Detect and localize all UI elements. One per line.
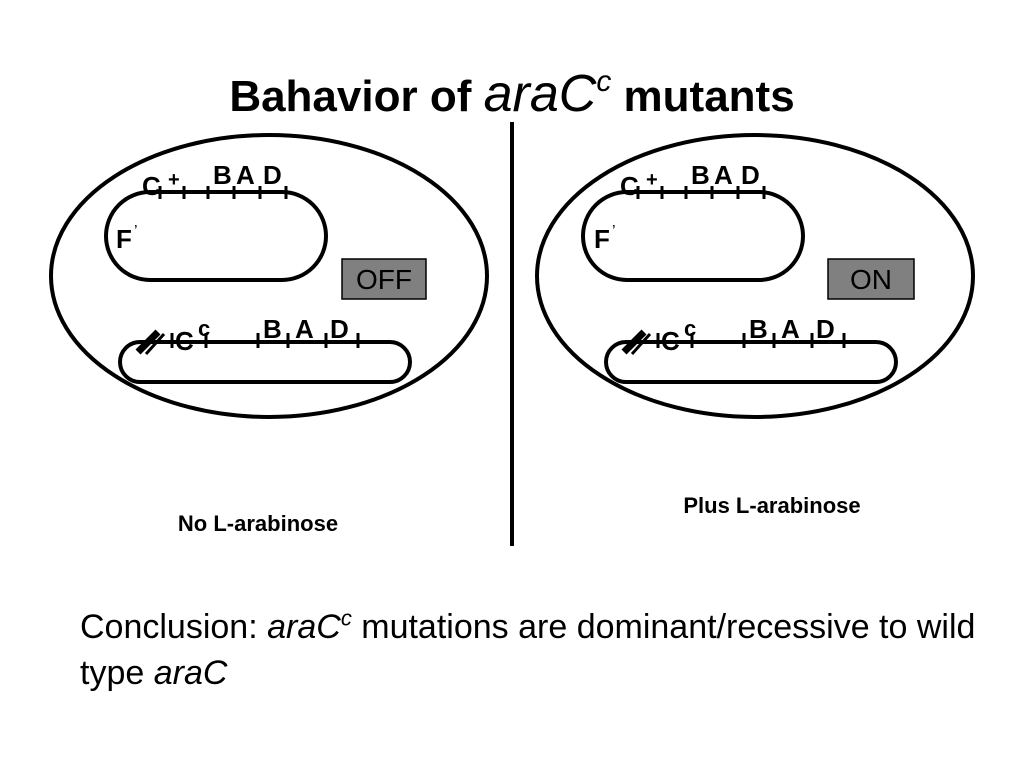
chromosome-gene-c-superscript: c	[684, 316, 696, 341]
condition-label-right: Plus L-arabinose	[683, 493, 861, 518]
episome-gene-ticks	[158, 186, 288, 199]
title-gene-superscript: c	[596, 65, 612, 98]
condition-label-left: No L-arabinose	[177, 511, 339, 536]
title-suffix: mutants	[611, 72, 795, 121]
status-box	[341, 258, 427, 300]
episome-plasmid	[581, 190, 805, 282]
conclusion-gene: araC	[267, 608, 341, 646]
chromosome-gene-a: A	[295, 314, 314, 344]
episome-label-f: F	[594, 224, 610, 254]
bacterial-chromosome	[118, 340, 412, 384]
chromosome-gene-b: B	[749, 314, 768, 344]
episome-label-prime: ’	[134, 223, 138, 240]
mutation-mark-icon-stroke	[630, 332, 652, 356]
chromosome-gene-ticks	[170, 333, 360, 348]
status-off-label: OFF	[356, 264, 412, 295]
panel-plus-arabinose: C + B A D F ’ ON C c B A D	[535, 133, 975, 419]
status-on-label: ON	[850, 264, 892, 295]
episome-gene-b: B	[691, 160, 710, 190]
episome-gene-a: A	[714, 160, 733, 190]
cell-outline	[535, 133, 975, 419]
episome-plasmid	[104, 190, 328, 282]
episome-gene-c-superscript: +	[168, 169, 180, 191]
chromosome-gene-c: C	[661, 326, 680, 356]
slide-title: Bahavior of araCc mutants	[0, 64, 1024, 127]
chromosome-gene-b: B	[263, 314, 282, 344]
episome-gene-c: C	[142, 171, 161, 201]
episome-label-f: F	[116, 224, 132, 254]
conclusion-prefix: Conclusion:	[80, 608, 268, 646]
chromosome-gene-ticks	[656, 333, 846, 348]
mutation-mark-icon	[621, 329, 647, 355]
chromosome-gene-c: C	[175, 326, 194, 356]
conclusion-middle: mutations are dominant/recessive to wild…	[80, 608, 976, 692]
mutation-mark-icon-stroke	[144, 332, 166, 356]
conclusion-text: Conclusion: araCc mutations are dominant…	[80, 604, 980, 696]
cell-outline	[49, 133, 489, 419]
bacterial-chromosome	[604, 340, 898, 384]
chromosome-gene-d: D	[816, 314, 835, 344]
episome-gene-d: D	[263, 160, 282, 190]
title-gene: araC	[483, 65, 597, 123]
panel-no-arabinose: C + B A D F ’ OFF C c B A D	[49, 133, 489, 419]
episome-gene-c: C	[620, 171, 639, 201]
chromosome-gene-a: A	[781, 314, 800, 344]
episome-gene-d: D	[741, 160, 760, 190]
title-prefix: Bahavior of	[229, 72, 484, 121]
episome-gene-b: B	[213, 160, 232, 190]
conclusion-gene-wildtype: araC	[153, 654, 228, 692]
conclusion-gene-superscript: c	[340, 605, 352, 631]
status-box	[827, 258, 915, 300]
episome-gene-c-superscript: +	[646, 169, 658, 191]
episome-gene-ticks	[636, 186, 766, 199]
chromosome-gene-c-superscript: c	[198, 316, 210, 341]
chromosome-gene-d: D	[330, 314, 349, 344]
mutation-mark-icon	[135, 329, 161, 355]
episome-label-prime: ’	[612, 223, 616, 240]
episome-gene-a: A	[236, 160, 255, 190]
